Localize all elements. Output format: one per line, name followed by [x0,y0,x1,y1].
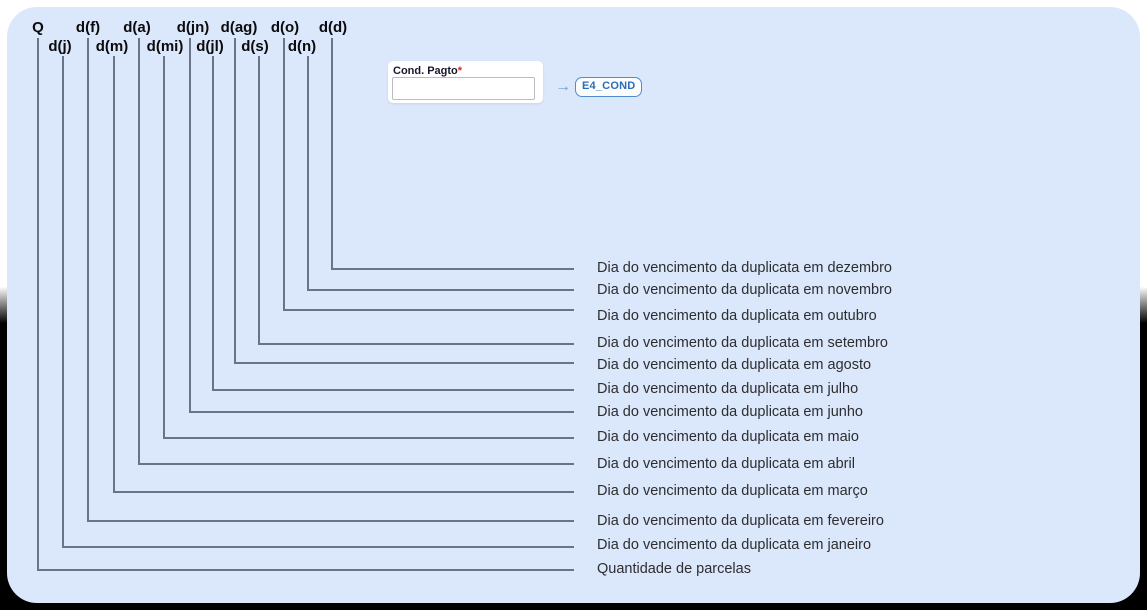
token-label: d(ag) [220,19,258,36]
connector-vertical-line [189,38,191,413]
connector-horizontal-line [163,437,574,439]
token-label: d(o) [270,19,300,36]
connector-horizontal-line [138,463,574,465]
field-label-text: Cond. Pagto [393,65,458,77]
connector-horizontal-line [189,411,574,413]
connector-horizontal-line [258,343,574,345]
token-label: d(m) [95,38,129,55]
row-description: Dia do vencimento da duplicata em agosto [597,357,872,373]
connector-vertical-line [258,56,260,345]
connector-horizontal-line [87,520,574,522]
connector-vertical-line [331,38,333,270]
connector-horizontal-line [113,491,574,493]
right-arrow-icon: → [555,78,571,95]
connector-horizontal-line [331,268,574,270]
row-description: Dia do vencimento da duplicata em janeir… [597,537,872,553]
connector-horizontal-line [307,289,574,291]
connector-vertical-line [283,38,285,311]
token-label: d(s) [241,38,269,55]
connector-vertical-line [37,38,39,571]
token-label: d(j) [48,38,72,55]
row-description: Quantidade de parcelas [597,561,751,577]
token-label: d(f) [75,19,101,36]
token-label: d(jn) [176,19,210,36]
row-description: Dia do vencimento da duplicata em setemb… [597,335,888,351]
row-description: Dia do vencimento da duplicata em julho [597,381,859,397]
connector-vertical-line [212,56,214,391]
token-label: d(a) [123,19,151,36]
field-card: Cond. Pagto* [388,61,543,103]
connector-vertical-line [62,56,64,548]
token-label: d(n) [287,38,317,55]
connector-vertical-line [138,38,140,465]
connector-vertical-line [307,56,309,291]
connector-vertical-line [113,56,115,493]
token-label: d(jl) [196,38,224,55]
token-label: d(mi) [146,38,184,55]
connector-horizontal-line [234,362,574,364]
connector-vertical-line [163,56,165,439]
row-description: Dia do vencimento da duplicata em abril [597,456,855,472]
row-description: Dia do vencimento da duplicata em novemb… [597,282,892,298]
connector-horizontal-line [283,309,574,311]
token-label: Q [32,19,44,36]
token-label: d(d) [318,19,348,36]
row-description: Dia do vencimento da duplicata em dezemb… [597,260,892,276]
connector-vertical-line [234,38,236,364]
connector-horizontal-line [62,546,574,548]
connector-vertical-line [87,38,89,522]
connector-horizontal-line [212,389,574,391]
diagram-canvas [7,7,1140,603]
connector-horizontal-line [37,569,574,571]
binding-tag-badge: E4_COND [575,77,643,97]
field-label: Cond. Pagto* [393,65,462,77]
row-description: Dia do vencimento da duplicata em fevere… [597,513,884,529]
row-description: Dia do vencimento da duplicata em maio [597,429,859,445]
row-description: Dia do vencimento da duplicata em outubr… [597,308,877,324]
row-description: Dia do vencimento da duplicata em junho [597,404,863,420]
cond-pagto-input[interactable] [392,77,535,100]
row-description: Dia do vencimento da duplicata em março [597,483,868,499]
required-asterisk: * [457,65,463,77]
